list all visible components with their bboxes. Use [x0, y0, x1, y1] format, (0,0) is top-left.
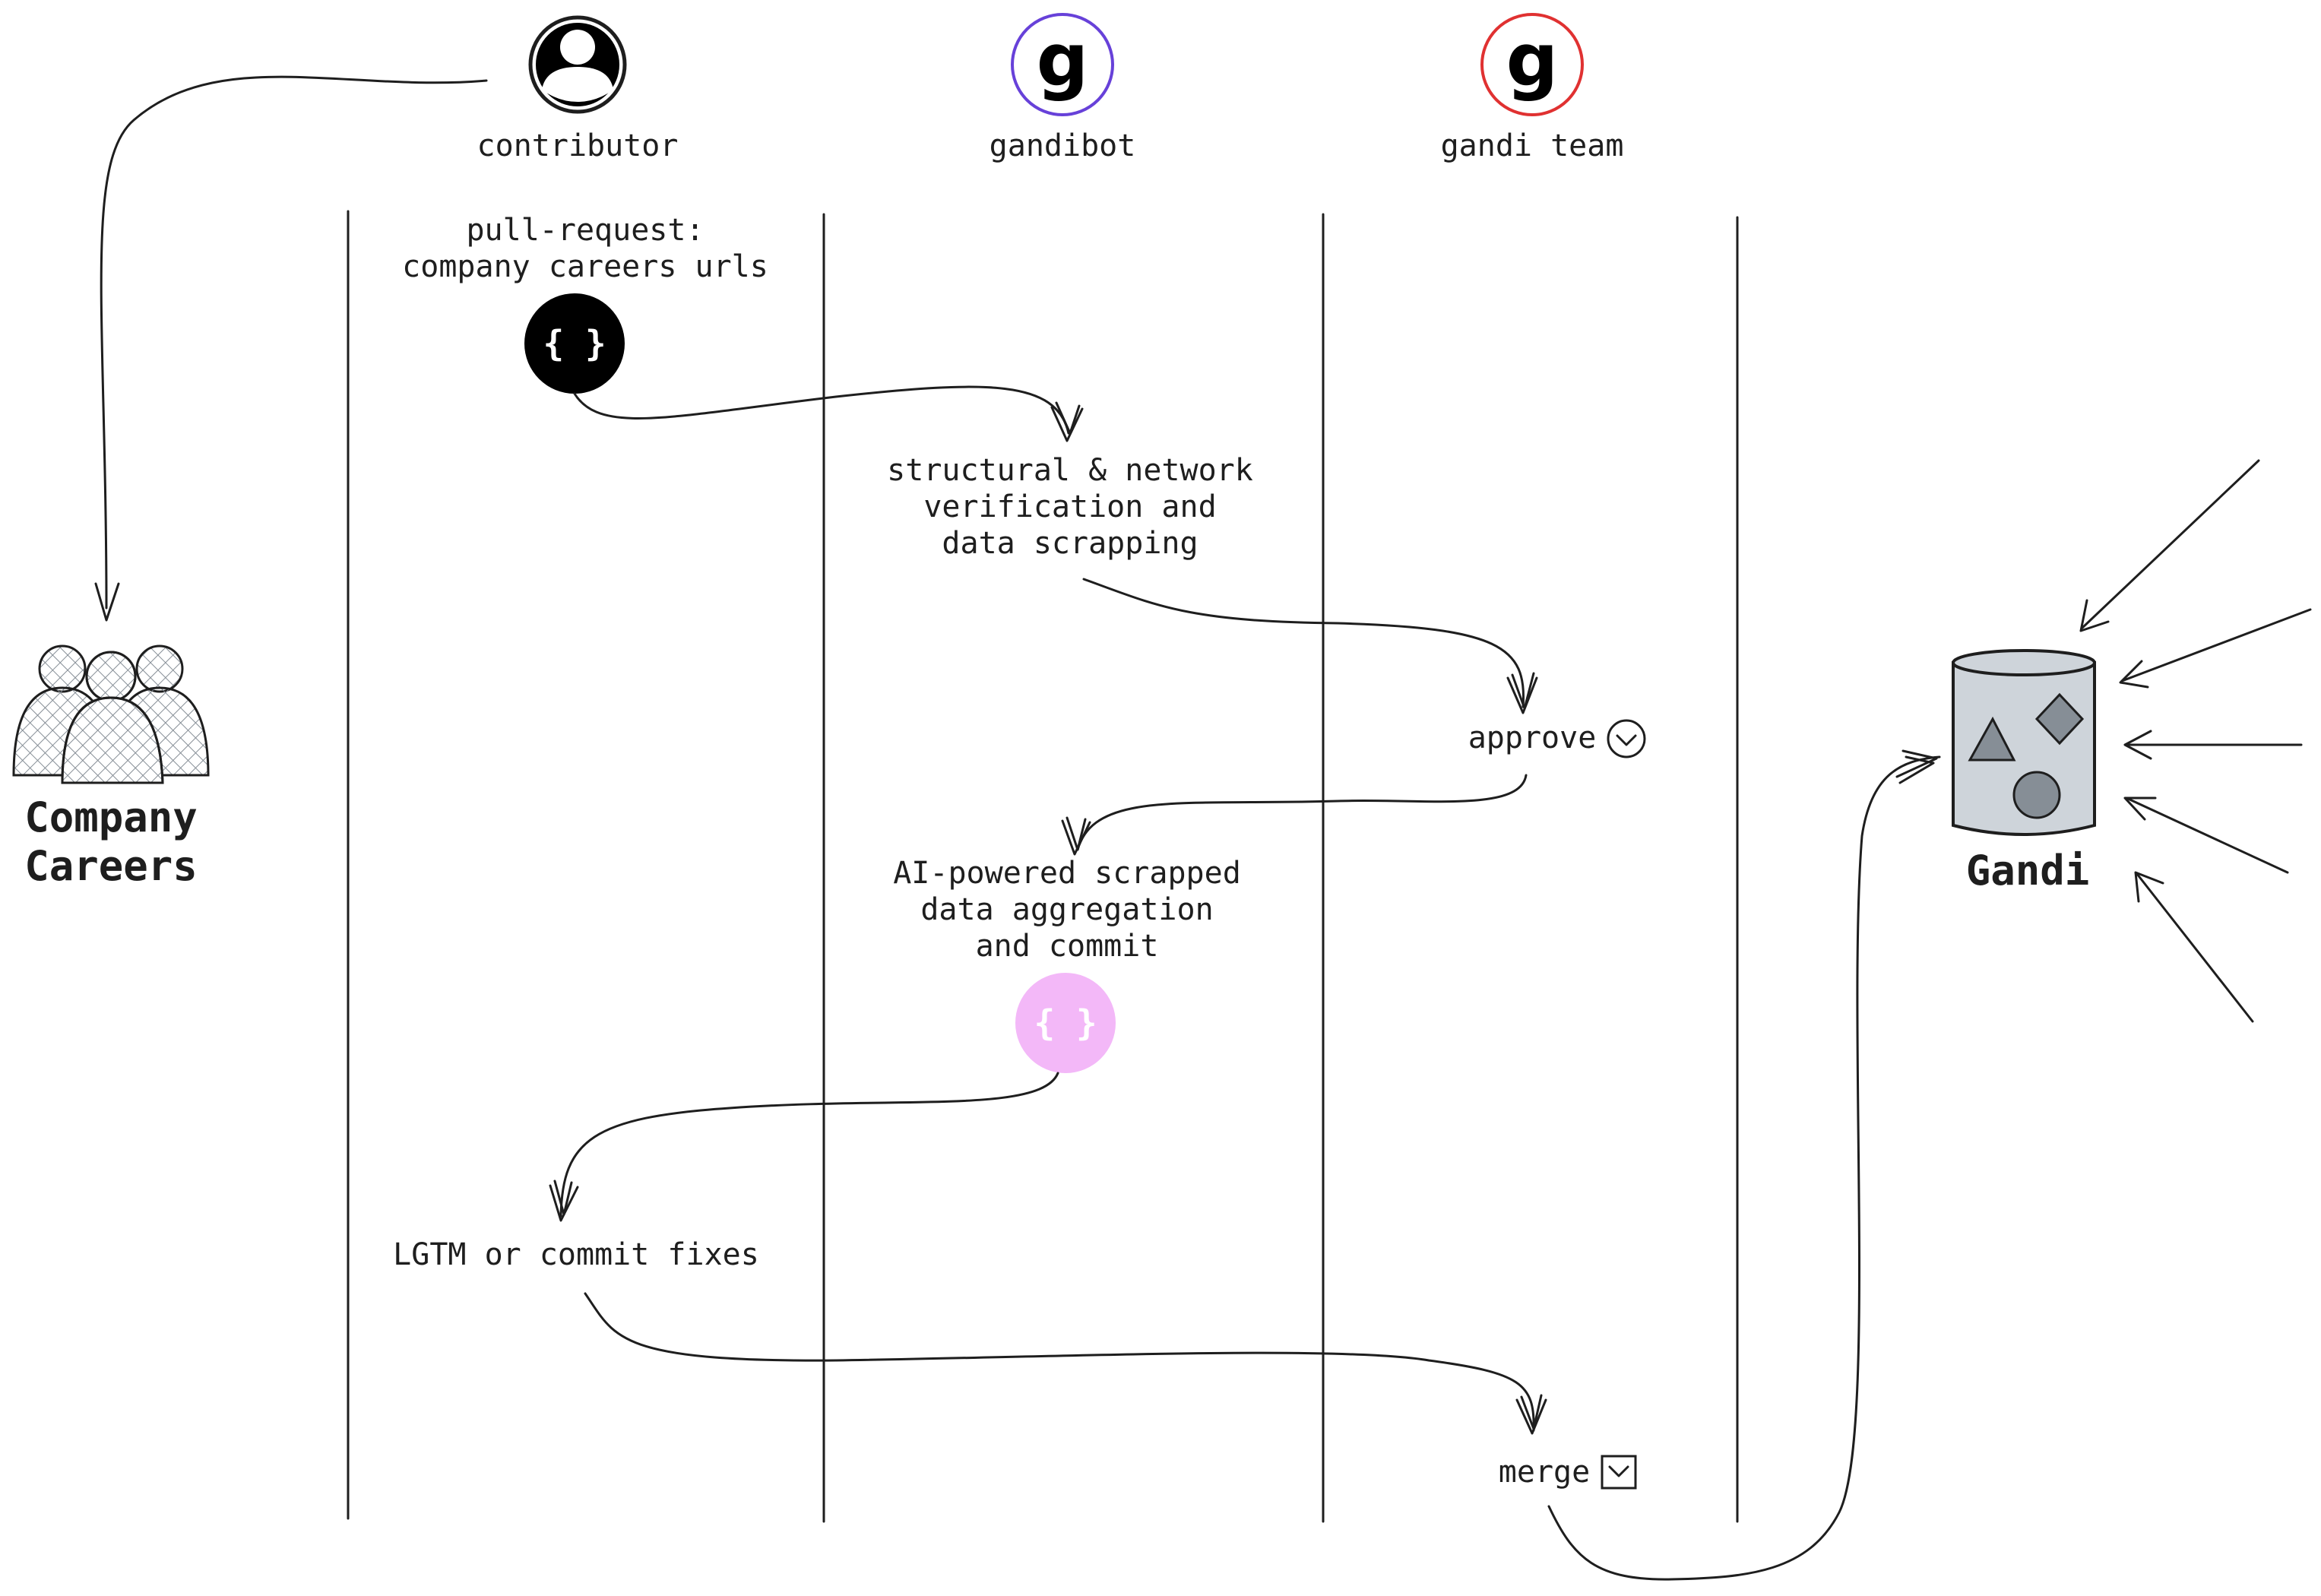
triangle-shape [1968, 716, 2016, 762]
arrow-approve-to-aggregation [1061, 774, 1528, 856]
database-cylinder-icon [1952, 649, 2096, 836]
incoming-arrow [2123, 796, 2289, 874]
arrow-merge-to-gandi [1547, 749, 1941, 1581]
arrow-aggregation-to-lgtm [549, 1072, 1059, 1222]
gandi-label: Gandi [1966, 847, 2090, 895]
code-braces-glyph: { } [1034, 1002, 1097, 1043]
verification-label-line1: structural & network [887, 453, 1253, 488]
incoming-arrow [2079, 459, 2260, 632]
gandi-logo-icon: g [1506, 17, 1559, 103]
pull-request-step: pull-request: company careers urls { } [402, 213, 768, 394]
gandibot-logo-ring [1011, 13, 1114, 116]
gandibot-label: gandibot [990, 128, 1136, 163]
flow-arrows [94, 75, 2312, 1581]
lgtm-step: LGTM or commit fixes [393, 1237, 759, 1272]
people-group-icon [12, 644, 210, 784]
merge-label: merge [1499, 1455, 1590, 1490]
verification-step: structural & network verification and da… [887, 453, 1253, 561]
aggregation-label-line3: and commit [976, 929, 1159, 964]
swimlane-dividers [347, 210, 1739, 1523]
gandi-team-logo-ring [1480, 13, 1584, 116]
incoming-arrow [2119, 608, 2312, 689]
code-braces-icon [524, 293, 625, 394]
arrow-verification-to-approve [1082, 578, 1538, 714]
gandi-team-actor: g gandi team [1441, 13, 1624, 163]
arrow-pr-to-verification [573, 385, 1084, 442]
arrow-lgtm-to-merge [584, 1292, 1547, 1435]
approve-label: approve [1468, 720, 1597, 755]
aggregation-label-line1: AI-powered scrapped [893, 856, 1241, 891]
chevron-circle-icon [1607, 719, 1646, 758]
company-careers-title-line2: Careers [24, 842, 198, 890]
lgtm-label: LGTM or commit fixes [393, 1237, 759, 1272]
gandibot-actor: g gandibot [990, 13, 1136, 163]
verification-label-line3: data scrapping [942, 526, 1198, 561]
code-braces-icon [1015, 973, 1116, 1073]
approve-step: approve [1468, 719, 1646, 758]
pull-request-label-line1: pull-request: [466, 213, 704, 248]
aggregation-step: AI-powered scrapped data aggregation and… [893, 856, 1241, 1073]
user-avatar-icon [528, 15, 627, 114]
arrow-contributor-to-careers [94, 75, 488, 622]
incoming-arrow [2123, 730, 2303, 760]
code-braces-glyph: { } [543, 323, 606, 364]
verification-label-line2: verification and [923, 489, 1216, 524]
company-careers-node: Company Careers [12, 644, 210, 890]
merge-step: merge [1499, 1455, 1637, 1490]
gandi-team-label: gandi team [1441, 128, 1624, 163]
company-careers-title-line1: Company [24, 793, 198, 841]
pull-request-label-line2: company careers urls [402, 249, 768, 284]
contributor-actor: contributor [477, 15, 679, 163]
contributor-label: contributor [477, 128, 679, 163]
diamond-shape [2034, 692, 2085, 746]
incoming-arrow [2134, 871, 2254, 1023]
gandi-node: Gandi [1952, 649, 2096, 895]
chevron-box-icon [1601, 1455, 1637, 1490]
gandi-logo-icon: g [1037, 17, 1089, 103]
aggregation-label-line2: data aggregation [920, 892, 1213, 927]
circle-shape [2012, 771, 2061, 819]
